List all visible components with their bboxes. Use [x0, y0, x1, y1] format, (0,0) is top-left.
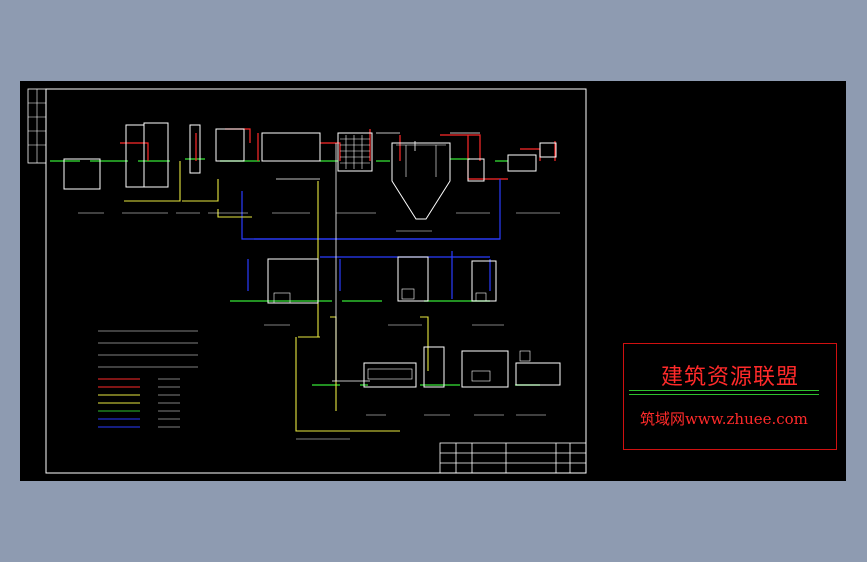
unit-sludge-tank-a: [267, 258, 319, 304]
drain-line: [124, 161, 429, 432]
unit-filter: [337, 132, 373, 172]
unit-outfall: [507, 154, 537, 172]
watermark-divider-2: [629, 394, 819, 395]
caption-lines: [78, 212, 560, 440]
unit-blower: [539, 142, 557, 158]
unit-distribution: [215, 128, 245, 162]
watermark-title: 建筑资源联盟: [660, 365, 799, 390]
watermark-divider-1: [629, 390, 819, 391]
unit-sludge-tank-c: [471, 260, 497, 302]
unit-details: [273, 135, 531, 382]
unit-uv: [467, 158, 485, 182]
process-units: [63, 122, 561, 388]
unit-sludge-tank-b: [397, 256, 429, 302]
watermark-url[interactable]: 筑域网www.zhuee.com: [640, 410, 808, 428]
binding-tab-grid: [28, 89, 46, 163]
watermark-panel: 建筑资源联盟 筑域网www.zhuee.com: [623, 343, 837, 450]
unit-sludge-yard: [515, 362, 561, 386]
drawing-frame: [45, 88, 587, 474]
title-block: [439, 442, 587, 474]
unit-anoxic-tank: [261, 132, 321, 162]
cad-viewport[interactable]: 建筑资源联盟 筑域网www.zhuee.com: [20, 81, 846, 481]
unit-clarifier: [391, 142, 451, 220]
unit-thickener: [363, 362, 417, 388]
process-flow-drawing: [27, 88, 587, 474]
unit-pump-house: [125, 124, 145, 188]
unit-press: [461, 350, 509, 388]
unit-dewatering: [423, 346, 445, 388]
unit-primary-tank: [143, 122, 169, 188]
unit-grid-well: [63, 158, 101, 190]
legend: [98, 330, 198, 428]
pipe-lines: [276, 132, 480, 382]
return-line: [241, 179, 501, 299]
unit-meter-well: [189, 124, 201, 174]
